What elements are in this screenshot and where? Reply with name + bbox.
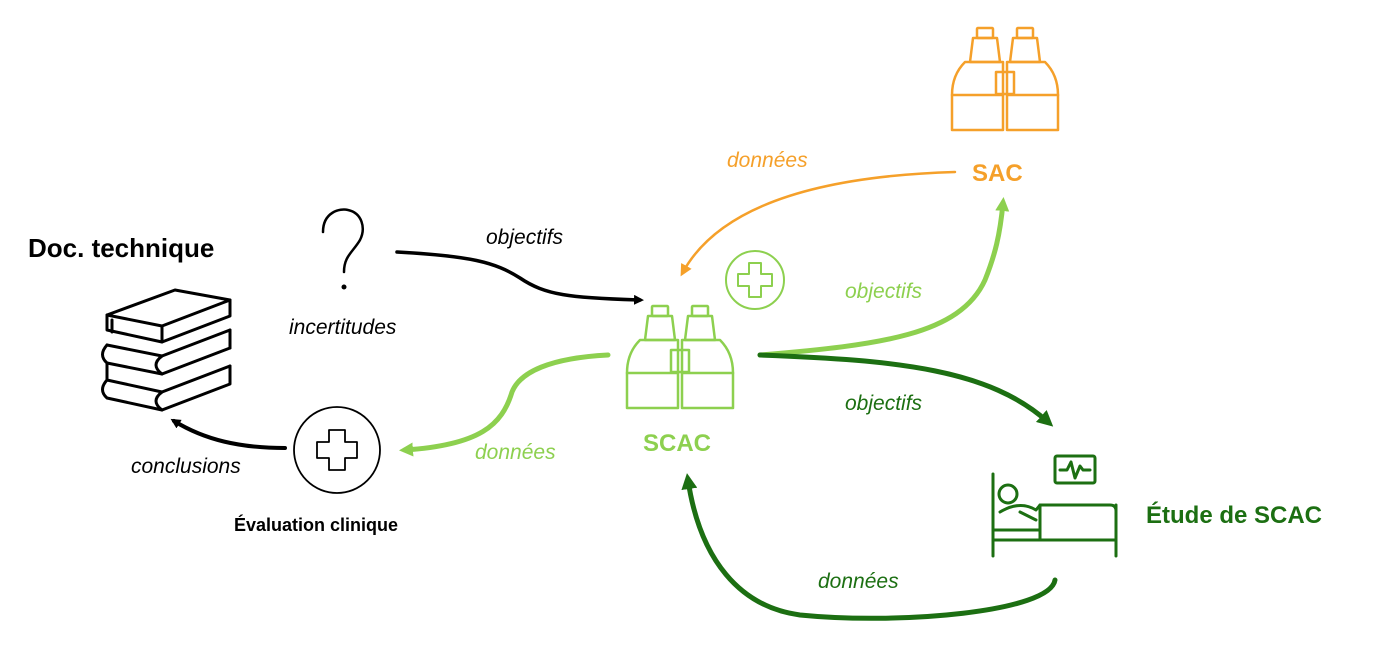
edge-scac-to-etude xyxy=(757,352,1054,427)
binoculars-icon xyxy=(625,304,735,410)
hospital-bed-monitor-icon xyxy=(991,454,1118,558)
edge-label-objectifs-incertitudes: objectifs xyxy=(486,226,564,249)
edge-scac-to-evaluation xyxy=(399,352,611,457)
sac-label: SAC xyxy=(972,160,1023,187)
plus-circle-icon xyxy=(293,406,381,494)
books-icon xyxy=(101,288,232,412)
edge-label-objectifs-sac: objectifs xyxy=(845,280,923,303)
edge-label-donnees-evaluation: données xyxy=(475,441,556,464)
evaluation-clinique-label: Évaluation clinique xyxy=(234,515,399,535)
question-mark-icon xyxy=(321,208,364,290)
binoculars-icon xyxy=(950,26,1060,132)
doc-technique-label: Doc. technique xyxy=(28,233,215,263)
incertitudes-label: incertitudes xyxy=(289,316,397,339)
edge-label-objectifs-etude: objectifs xyxy=(845,392,923,415)
edge-incertitudes-to-scac xyxy=(395,250,644,305)
scac-label: SCAC xyxy=(643,430,712,457)
edge-evaluation-to-doc xyxy=(170,418,287,450)
edge-scac-to-sac xyxy=(757,197,1010,358)
edge-label-conclusions: conclusions xyxy=(131,455,241,478)
plus-circle-icon xyxy=(725,250,785,310)
edge-label-donnees-sac: données xyxy=(727,149,808,172)
etude-scac-label: Étude de SCAC xyxy=(1146,502,1323,529)
edge-etude-to-scac xyxy=(681,473,1058,621)
edge-label-donnees-etude: données xyxy=(818,570,899,593)
edge-sac-to-scac xyxy=(680,170,957,277)
